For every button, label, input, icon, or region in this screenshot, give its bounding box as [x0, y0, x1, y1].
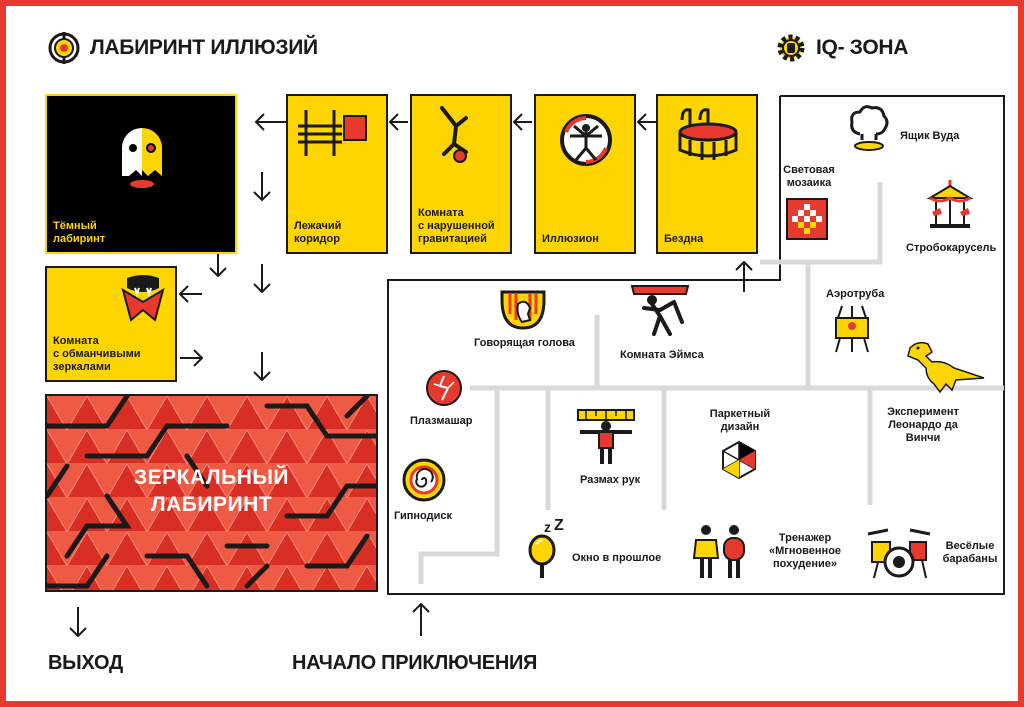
mirror-room-label-2: с обманчивыми	[53, 348, 141, 360]
talking-head-icon[interactable]	[500, 290, 546, 330]
mirror-maze-title-2: ЛАБИРИНТ	[150, 493, 273, 516]
arrow-right-1	[180, 349, 204, 367]
dark-labyrinth-label-2: лабиринт	[53, 233, 106, 245]
gear-hand-icon	[777, 34, 805, 62]
mirror-maze[interactable]: ЗЕРКАЛЬНЫЙ ЛАБИРИНТ	[45, 394, 378, 592]
strobe-carousel-label: Стробокарусель	[906, 242, 997, 254]
gravity-label-3: гравитацией	[418, 233, 487, 245]
parquet-label-2: дизайн	[720, 421, 760, 433]
drums-label-2: барабаны	[942, 553, 998, 565]
arm-span-icon[interactable]	[576, 404, 636, 466]
start-adventure-label[interactable]: НАЧАЛО ПРИКЛЮЧЕНИЯ	[292, 652, 538, 674]
svg-text:Z: Z	[554, 518, 564, 534]
slimming-figures-icon[interactable]	[692, 524, 750, 580]
mosaic-icon[interactable]	[786, 198, 828, 240]
brand-title: ЛАБИРИНТ ИЛЛЮЗИЙ	[90, 36, 318, 59]
leonardo-label-3: Винчи	[905, 432, 941, 444]
mirror-maze-title: ЗЕРКАЛЬНЫЙ ЛАБИРИНТ	[47, 464, 376, 518]
drums-icon[interactable]	[866, 524, 932, 580]
arrow-left-2	[388, 113, 408, 131]
room-abyss[interactable]: Бездна	[656, 94, 758, 254]
flow-arrows	[69, 113, 753, 638]
arrow-up-entry	[412, 602, 430, 636]
parquet-label-1: Паркетный	[709, 408, 771, 420]
aerotube-label: Аэротруба	[826, 288, 885, 300]
mirror-room-label-1: Комната	[53, 335, 99, 347]
plasma-ball-icon[interactable]	[424, 368, 464, 408]
parquet-icon[interactable]	[720, 441, 758, 479]
slimming-label-3: похудение»	[773, 558, 837, 570]
arrow-left-5	[178, 285, 202, 303]
light-mosaic-label-1: Световая	[783, 164, 835, 176]
smoke-ring-icon[interactable]	[846, 104, 892, 152]
abyss-label: Бездна	[664, 233, 704, 245]
ames-room-label: Комната Эймса	[620, 349, 704, 361]
gravity-label-2: с нарушенной	[418, 220, 495, 232]
carousel-icon[interactable]	[926, 178, 974, 232]
mirror-room-label-3: зеркалами	[53, 361, 111, 373]
leonardo-label-2: Леонардо да	[888, 419, 958, 431]
exit-label[interactable]: ВЫХОД	[48, 652, 123, 674]
arrow-down-1	[253, 172, 271, 202]
path-vertical-1	[418, 388, 500, 584]
arrow-down-2	[209, 254, 227, 278]
arrow-up-start	[735, 260, 753, 292]
plasma-ball-label: Плазмашар	[410, 415, 473, 427]
slimming-label-2: «Мгновенное	[768, 545, 842, 557]
illusion-label: Иллюзион	[542, 233, 599, 245]
talking-head-label: Говорящая голова	[474, 337, 575, 349]
wood-box-label: Ящик Вуда	[900, 130, 960, 142]
lying-corridor-label-1: Лежачий	[294, 220, 342, 232]
arrow-down-4	[253, 352, 271, 382]
vitruvian-man-icon	[560, 114, 612, 166]
room-illusion[interactable]: Иллюзион	[534, 94, 636, 254]
vampire-icon	[121, 275, 165, 322]
target-eye-icon	[48, 32, 80, 64]
light-mosaic-label-2: мозаика	[786, 177, 832, 189]
arrow-left-3	[512, 113, 532, 131]
leonardo-label-1: Эксперимент	[887, 406, 959, 418]
arrow-down-exit	[69, 607, 87, 638]
iq-zone-border	[387, 95, 1005, 595]
slimming-label-1: Тренажер	[778, 532, 832, 544]
pool-icon	[678, 108, 738, 160]
mirror-zzz-icon[interactable]: z Z	[522, 518, 570, 580]
hypnodisk-label: Гипнодиск	[394, 510, 452, 522]
window-past-label: Окно в прошлое	[572, 552, 662, 564]
tilted-chair-icon	[298, 110, 367, 156]
ames-room-icon[interactable]	[630, 282, 690, 336]
arrow-left-4	[636, 113, 656, 131]
ghost-icon	[122, 127, 162, 188]
arrow-left-1	[254, 113, 286, 131]
gravity-label-1: Комната	[418, 207, 464, 219]
path-upper	[760, 182, 883, 265]
lying-corridor-label-2: коридор	[294, 233, 340, 245]
mirror-maze-title-1: ЗЕРКАЛЬНЫЙ	[133, 466, 290, 489]
arrow-down-3	[253, 264, 271, 294]
drums-label-1: Весёлые	[945, 540, 995, 552]
mirror-maze-pattern	[47, 396, 376, 590]
hypnodisk-icon[interactable]	[402, 458, 446, 502]
aerotube-icon[interactable]	[830, 304, 874, 354]
zone-title: IQ- ЗОНА	[816, 36, 909, 59]
falling-man-icon	[440, 106, 468, 163]
arm-span-label: Размах рук	[580, 474, 641, 486]
svg-text:z: z	[544, 519, 551, 535]
dinosaur-icon[interactable]	[900, 338, 986, 396]
dark-labyrinth-label-1: Тёмный	[53, 220, 97, 232]
